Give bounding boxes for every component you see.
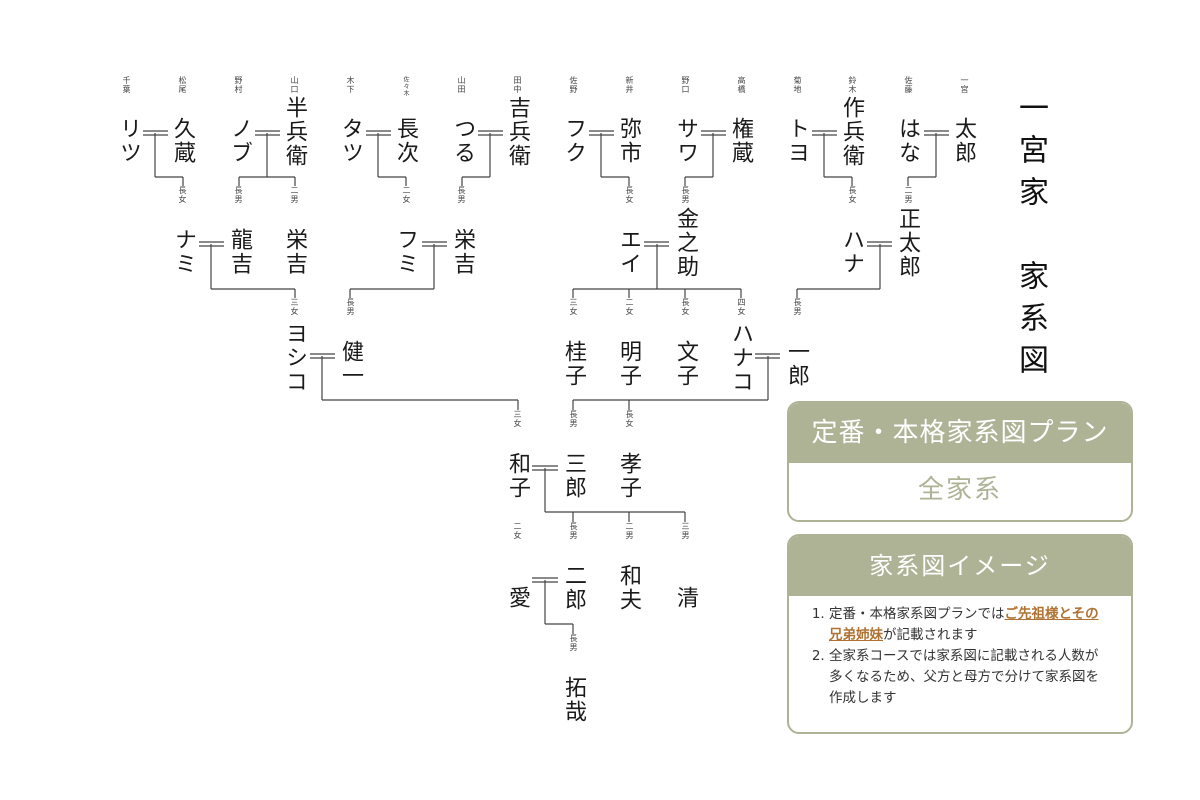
person-name: 久蔵 xyxy=(170,117,195,165)
relation-label: 長女 xyxy=(848,186,857,204)
surname-label: 佐野 xyxy=(569,76,578,94)
relation-label: 二男 xyxy=(290,186,299,204)
image-card-heading: 家系図イメージ xyxy=(789,536,1131,596)
relation-label: 長男 xyxy=(793,298,802,316)
person-name: トヨ xyxy=(784,117,809,165)
person-name: 拓哉 xyxy=(561,676,586,724)
image-card: 家系図イメージ 定番・本格家系図プランではご先祖様とその兄弟姉妹が記載されます … xyxy=(787,534,1133,734)
relation-label: 三女 xyxy=(513,410,522,428)
person-name: 三郎 xyxy=(561,452,586,500)
list-item: 定番・本格家系図プランではご先祖様とその兄弟姉妹が記載されます xyxy=(829,604,1109,646)
person-name: 明子 xyxy=(616,340,641,388)
person-name: ノブ xyxy=(227,117,252,165)
relation-label: 四女 xyxy=(737,298,746,316)
person-name: 桂子 xyxy=(561,340,586,388)
person-name: フミ xyxy=(393,228,418,276)
relation-label: 二女 xyxy=(625,298,634,316)
list-item-text: 定番・本格家系図プランでは xyxy=(829,606,1005,622)
surname-label: 高橋 xyxy=(737,76,746,94)
person-name: 吉兵衛 xyxy=(505,96,530,168)
relation-label: 長男 xyxy=(346,298,355,316)
person-name: 栄吉 xyxy=(282,228,307,276)
person-name: 作兵衛 xyxy=(839,96,864,168)
relation-label: 長女 xyxy=(625,410,634,428)
person-name: 和子 xyxy=(505,452,530,500)
surname-label: 鈴木 xyxy=(848,76,857,94)
relation-label: 長女 xyxy=(178,186,187,204)
person-name: サワ xyxy=(673,117,698,165)
person-name: 太郎 xyxy=(951,117,976,165)
surname-label: 田中 xyxy=(513,76,522,94)
relation-label: 三女 xyxy=(290,298,299,316)
relation-label: 二男 xyxy=(904,186,913,204)
relation-label: 長女 xyxy=(625,186,634,204)
plan-card-heading: 定番・本格家系図プラン xyxy=(789,403,1131,463)
surname-label: 松尾 xyxy=(178,76,187,94)
person-name: 弥市 xyxy=(616,117,641,165)
relation-label: 長男 xyxy=(569,410,578,428)
person-name: 清 xyxy=(673,586,698,610)
relation-label: 長男 xyxy=(681,186,690,204)
highlight-text: ご先祖様とその兄弟姉妹 xyxy=(829,606,1099,643)
person-name: 二郎 xyxy=(561,564,586,612)
surname-label: 佐藤 xyxy=(904,76,913,94)
list-item: 全家系コースでは家系図に記載される人数が多くなるため、父方と母方で分けて家系図を… xyxy=(829,646,1109,709)
relation-label: 二女 xyxy=(402,186,411,204)
relation-label: 三男 xyxy=(681,522,690,540)
relation-label: 長男 xyxy=(569,522,578,540)
image-card-list: 定番・本格家系図プランではご先祖様とその兄弟姉妹が記載されます 全家系コースでは… xyxy=(789,596,1131,709)
relation-label: 二男 xyxy=(625,522,634,540)
relation-label: 二女 xyxy=(513,522,522,540)
surname-label: 千葉 xyxy=(122,76,131,94)
list-item-text: が記載されます xyxy=(883,627,978,643)
surname-label: 一宮 xyxy=(960,76,969,94)
person-name: ヨシコ xyxy=(282,322,307,394)
surname-label: 野村 xyxy=(234,76,243,94)
person-name: 権蔵 xyxy=(728,117,753,165)
person-name: 正太郎 xyxy=(895,207,920,279)
person-name: 長次 xyxy=(393,117,418,165)
person-name: 栄吉 xyxy=(450,228,475,276)
plan-card-value: 全家系 xyxy=(917,475,1002,505)
person-name: 愛 xyxy=(505,586,530,610)
relation-label: 三女 xyxy=(569,298,578,316)
person-name: はな xyxy=(895,117,920,165)
surname-label: 新井 xyxy=(625,76,634,94)
surname-label: 菊地 xyxy=(793,76,802,94)
person-name: つる xyxy=(450,117,475,165)
person-name: 金之助 xyxy=(673,207,698,279)
surname-label: 野口 xyxy=(681,76,690,94)
person-name: 和夫 xyxy=(616,564,641,612)
person-name: 龍吉 xyxy=(227,228,252,276)
person-name: ナミ xyxy=(171,228,196,276)
person-name: リツ xyxy=(116,117,141,165)
surname-label: 山口 xyxy=(290,76,299,94)
list-item-text: 全家系コースでは家系図に記載される人数が多くなるため、父方と母方で分けて家系図を… xyxy=(829,648,1099,706)
page-title: 一宮家 家系図 xyxy=(1013,92,1048,386)
surname-label: 木下 xyxy=(346,76,355,94)
relation-label: 長男 xyxy=(569,634,578,652)
person-name: タツ xyxy=(338,117,363,165)
surname-label: 山田 xyxy=(457,76,466,94)
surname-label: 佐々木 xyxy=(402,76,409,97)
relation-label: 長男 xyxy=(457,186,466,204)
relation-label: 長男 xyxy=(234,186,243,204)
plan-card: 定番・本格家系図プラン 全家系 xyxy=(787,401,1133,522)
person-name: ハナ xyxy=(839,228,864,276)
person-name: 文子 xyxy=(673,340,698,388)
person-name: 一郎 xyxy=(784,340,809,388)
person-name: 孝子 xyxy=(616,452,641,500)
person-name: 健一 xyxy=(338,340,363,388)
person-name: 半兵衛 xyxy=(282,96,307,168)
relation-label: 長女 xyxy=(681,298,690,316)
person-name: フク xyxy=(561,117,586,165)
person-name: ハナコ xyxy=(728,322,753,394)
person-name: エイ xyxy=(616,228,641,276)
